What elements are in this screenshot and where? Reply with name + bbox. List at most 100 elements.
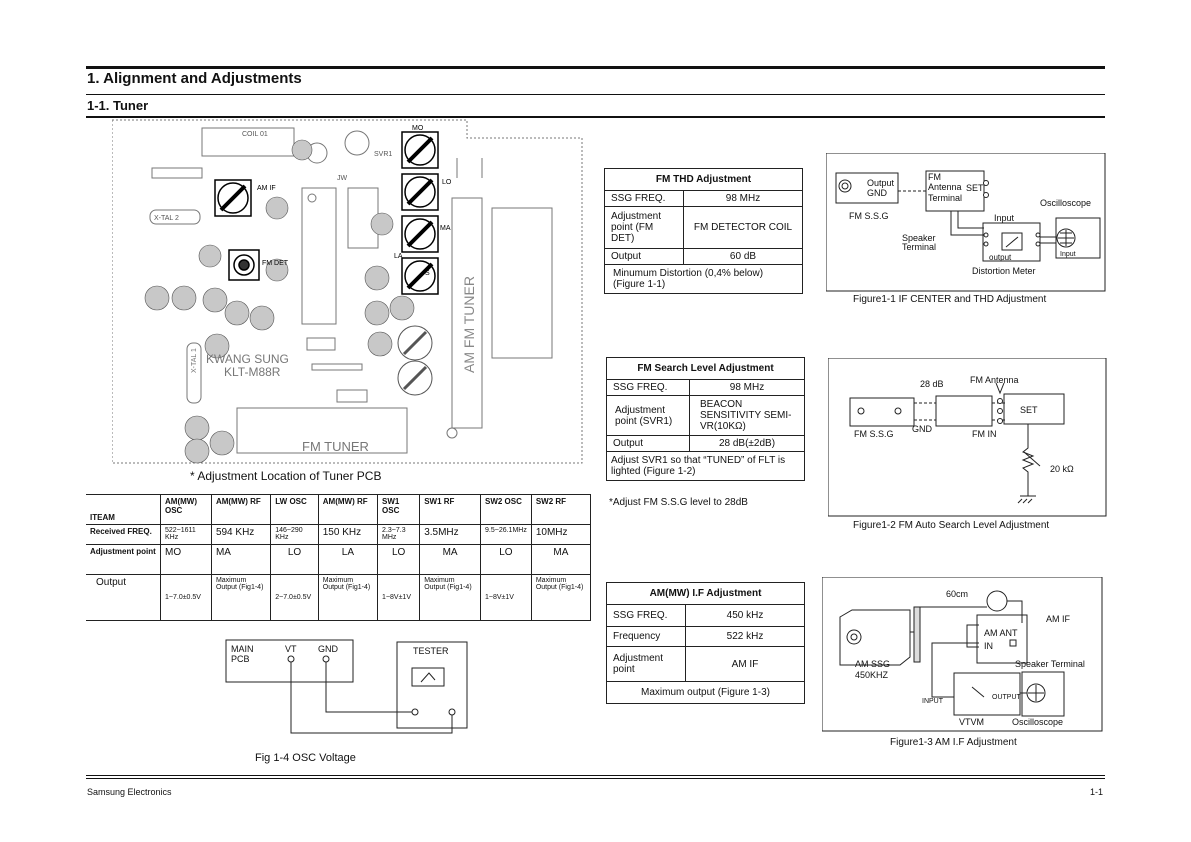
fm-search-row-value: 98 MHz — [689, 379, 805, 396]
osc-header-cell: LW OSC — [270, 494, 319, 525]
am-if-row-value: AM IF — [685, 646, 805, 682]
fm-search-title: FM Search Level Adjustment — [606, 357, 805, 380]
osc-cell: 1~8V±1V — [480, 574, 532, 621]
fig3-speaker-terminal: Speaker Terminal — [1015, 659, 1085, 669]
fig2-28db: 28 dB — [920, 379, 944, 389]
osc-header-cell: ITEAM — [86, 494, 161, 525]
osc-cell: LO — [377, 544, 421, 575]
osc-cell: LA — [317, 544, 379, 575]
am-if-row-label: Frequency — [606, 626, 686, 647]
fm-search-row-label: Adjustment point (SVR1) — [606, 395, 690, 436]
fig3-output: OUTPUT — [992, 694, 1022, 701]
fm-thd-row-label: SSG FREQ. — [604, 190, 684, 207]
pcb-jw-label: JW — [337, 175, 348, 182]
osc-table: ITEAM AM(MW) OSC AM(MW) RF LW OSC AM(MW)… — [86, 494, 592, 621]
osc-cell: 2~7.0±0.5V — [270, 574, 319, 621]
title-rule — [86, 94, 1105, 95]
footer-rule-2 — [86, 778, 1105, 779]
fig3-khz: 450KHZ — [855, 670, 889, 680]
fig2-fm-antenna: FM Antenna — [970, 375, 1019, 385]
fig1-output-gnd-2: GND — [867, 188, 888, 198]
osc-cell: MA — [210, 544, 272, 575]
fm-thd-title: FM THD Adjustment — [604, 168, 803, 191]
fig2-fm-ssg: FM S.S.G — [854, 429, 894, 439]
osc-cell: LO — [480, 544, 532, 575]
osc-cell: 594 KHz — [210, 524, 272, 545]
figure-1-2-caption: Figure1-2 FM Auto Search Level Adjustmen… — [853, 520, 1050, 531]
osc-cell: LO — [270, 544, 319, 575]
osc-cell: 3.5MHz — [419, 524, 481, 545]
figure-1-4-diagram: MAIN PCB VT GND TESTER — [225, 639, 468, 734]
footer-rule-1 — [86, 775, 1105, 776]
pcb-am-if-label: AM IF — [257, 185, 276, 192]
fig1-fm-antenna-1: FM — [928, 172, 941, 182]
fig1-output-gnd-1: Output — [867, 178, 895, 188]
fig4-tester: TESTER — [413, 646, 449, 656]
fig2-resistor: 20 kΩ — [1050, 464, 1074, 474]
osc-header-cell: AM(MW) OSC — [160, 494, 212, 525]
pcb-svr1-label: SVR1 — [374, 151, 392, 158]
fig1-output: output — [989, 253, 1012, 262]
pcb-lo-label: LO — [442, 179, 452, 186]
osc-cell: 9.5~26.1MHz — [480, 524, 532, 545]
section-title: 1-1. Tuner — [87, 98, 149, 113]
fig3-am-if: AM IF — [1046, 614, 1071, 624]
am-if-row-label: Adjustment point — [606, 646, 686, 682]
pcb-ma-label: MA — [440, 225, 451, 232]
pcb-xtal1: X-TAL 1 — [191, 348, 198, 373]
osc-cell: 2.3~7.3 MHz — [377, 524, 421, 545]
am-if-table: AM(MW) I.F Adjustment SSG FREQ.450 kHz F… — [606, 582, 805, 704]
figure-1-1-caption: Figure1-1 IF CENTER and THD Adjustment — [853, 294, 1047, 305]
pcb-fm-det-label: FM DET — [262, 260, 289, 267]
fig3-vtvm: VTVM — [959, 717, 984, 727]
osc-cell: Maximum Output (Fig1-4) — [419, 574, 481, 621]
top-rule — [86, 66, 1105, 69]
figure-1-2-diagram: 28 dB FM Antenna SET GND FM IN FM S.S.G … — [828, 358, 1107, 517]
fm-thd-table: FM THD Adjustment SSG FREQ.98 MHz Adjust… — [604, 168, 803, 294]
pcb-la-label: LA — [394, 253, 403, 260]
am-if-title: AM(MW) I.F Adjustment — [606, 582, 805, 605]
pcb-mo-label: MO — [412, 125, 424, 132]
fm-search-note: Adjust SVR1 so that “TUNED” of FLT is li… — [606, 451, 805, 481]
pcb-am-fm-tuner: AM FM TUNER — [461, 276, 477, 373]
fig1-fm-antenna-3: Terminal — [928, 193, 962, 203]
osc-cell: MA — [530, 544, 592, 575]
fig2-set: SET — [1020, 405, 1038, 415]
fig4-main: MAIN — [231, 644, 254, 654]
fig1-oscilloscope: Oscilloscope — [1040, 198, 1091, 208]
fig1-distortion-meter: Distortion Meter — [972, 266, 1036, 276]
fig1-fm-ssg: FM S.S.G — [849, 211, 889, 221]
pcb-caption: * Adjustment Location of Tuner PCB — [190, 469, 382, 483]
osc-cell: 522~1611 KHz — [160, 524, 212, 545]
am-if-row-value: 450 kHz — [685, 604, 805, 627]
fig2-fm-in: FM IN — [972, 429, 997, 439]
footer-left: Samsung Electronics — [87, 787, 172, 797]
fig4-gnd: GND — [318, 644, 339, 654]
osc-cell: 146~290 KHz — [270, 524, 319, 545]
osc-cell: 1~8V±1V — [377, 574, 421, 621]
osc-cell: 150 KHz — [317, 524, 379, 545]
subtitle-rule — [86, 116, 1105, 118]
fm-search-row-value: BEACON SENSITIVITY SEMI-VR(10KΩ) — [689, 395, 805, 436]
osc-cell: 1~7.0±0.5V — [160, 574, 212, 621]
osc-row-label: Output — [86, 574, 161, 621]
fig3-am-ant: AM ANT — [984, 628, 1018, 638]
fig3-in: IN — [984, 641, 993, 651]
figure-1-3-caption: Figure1-3 AM I.F Adjustment — [890, 737, 1017, 748]
osc-cell: MO — [160, 544, 212, 575]
am-if-note: Maximum output (Figure 1-3) — [606, 681, 805, 704]
fm-search-row-label: SSG FREQ. — [606, 379, 690, 396]
fm-thd-note: Minumum Distortion (0,4% below) (Figure … — [604, 264, 803, 294]
osc-header-cell: SW1 RF — [419, 494, 481, 525]
osc-cell: Maximum Output (Fig1-4) — [530, 574, 592, 621]
pcb-xtal2-label: X-TAL 2 — [154, 215, 179, 222]
fm-thd-row-value: 60 dB — [683, 248, 803, 265]
fig1-speaker-1: Speaker — [902, 233, 936, 243]
pcb-fm-tuner: FM TUNER — [302, 439, 369, 454]
pcb-coil-label: COIL 01 — [242, 131, 268, 138]
pcb-model: KLT-M88R — [224, 365, 281, 379]
osc-row-label: Adjustment point — [86, 544, 161, 575]
osc-header-cell: AM(MW) RF — [317, 494, 379, 525]
figure-1-1-diagram: Output GND FM Antenna Terminal SET Oscil… — [826, 153, 1106, 292]
fig1-set: SET — [966, 183, 984, 193]
